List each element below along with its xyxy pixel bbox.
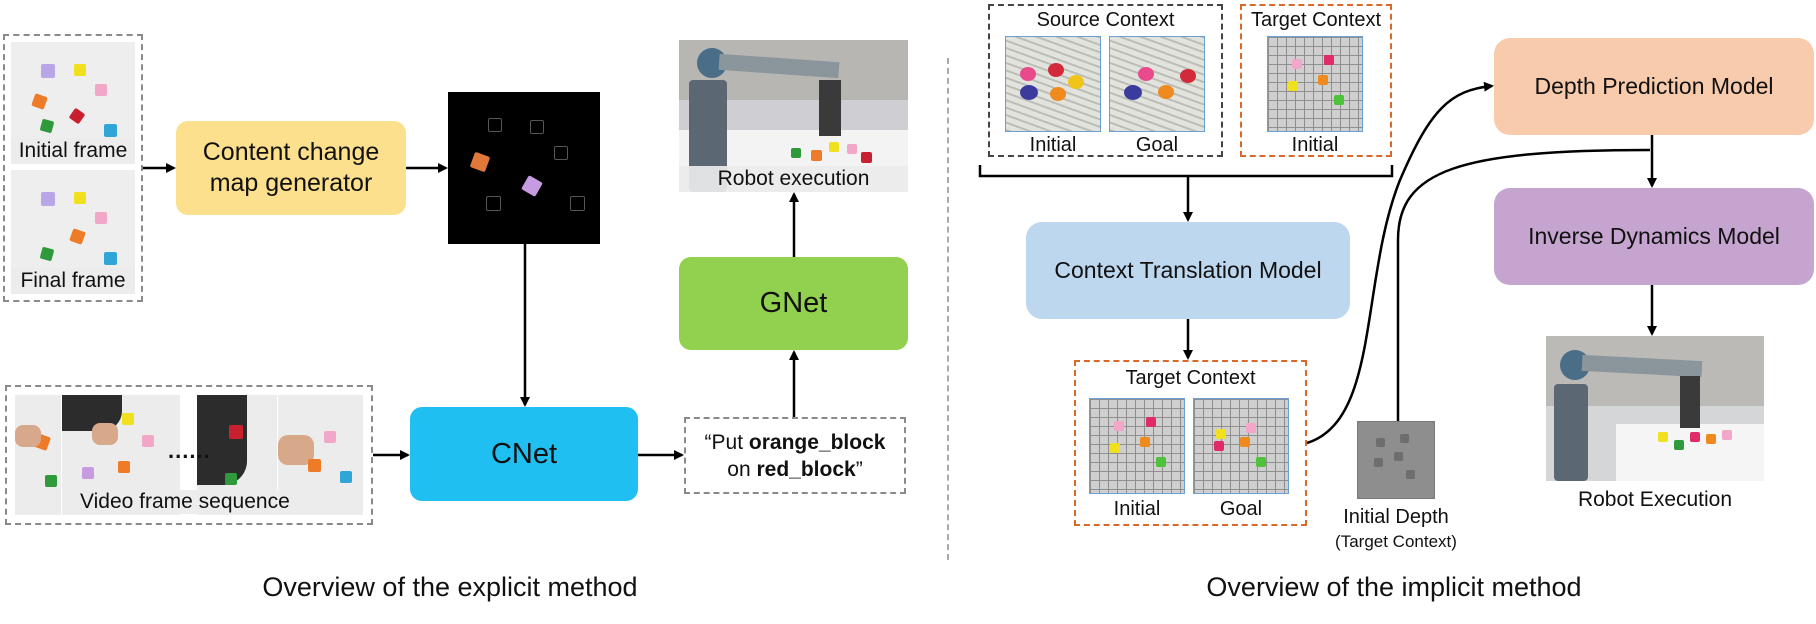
content-change-map-generator: Content change map generator xyxy=(176,121,406,215)
instruction-object-2: red_block xyxy=(756,457,856,481)
target-context-bottom-box xyxy=(1074,360,1307,526)
generator-label-line2: map generator xyxy=(209,169,373,197)
instruction-object-1: orange_block xyxy=(748,430,886,454)
target-initial-image-top xyxy=(1267,36,1363,132)
video-frame-1 xyxy=(15,395,61,515)
source-goal-image xyxy=(1109,36,1205,132)
target-goal-label-bottom: Goal xyxy=(1219,498,1263,520)
video-sequence-ellipsis: ...... xyxy=(168,438,211,463)
source-initial-image xyxy=(1005,36,1101,132)
robot-execution-label-implicit: Robot Execution xyxy=(1577,488,1733,511)
generator-label-line1: Content change xyxy=(202,138,380,166)
bracket-contexts xyxy=(978,165,1394,178)
source-initial-label: Initial xyxy=(1029,134,1077,156)
video-sequence-container xyxy=(5,385,373,525)
section-divider xyxy=(947,58,949,560)
source-context-box xyxy=(988,4,1223,157)
context-translation-model: Context Translation Model xyxy=(1026,222,1350,319)
initial-frame-image: Initial frame xyxy=(11,42,135,164)
target-initial-label-bottom: Initial xyxy=(1113,498,1161,520)
implicit-caption: Overview of the implicit method xyxy=(1206,572,1582,602)
change-map-image xyxy=(448,92,600,244)
frame-pair-container xyxy=(3,34,143,302)
video-sequence-label: Video frame sequence xyxy=(72,490,298,514)
instruction-box: “Put orange_block on red_block” xyxy=(684,417,906,494)
target-initial-label-top: Initial xyxy=(1291,134,1339,156)
inverse-dynamics-model: Inverse Dynamics Model xyxy=(1494,188,1814,285)
initial-frame-label: Initial frame xyxy=(11,138,135,164)
instruction-on: on xyxy=(727,457,757,481)
gnet-label: GNet xyxy=(759,287,828,319)
initial-depth-label: Initial Depth xyxy=(1343,506,1449,528)
target-context-top-title: Target Context xyxy=(1250,9,1382,31)
target-initial-image-bottom xyxy=(1089,398,1185,494)
initial-depth-image xyxy=(1357,421,1435,499)
robot-execution-image: Robot execution xyxy=(679,40,908,192)
source-goal-label: Goal xyxy=(1135,134,1179,156)
instruction-open: “Put xyxy=(704,430,749,454)
initial-depth-subtitle: (Target Context) xyxy=(1335,532,1457,551)
cnet-box: CNet xyxy=(410,407,638,501)
context-translation-label: Context Translation Model xyxy=(1054,257,1322,283)
robot-execution-image-implicit xyxy=(1546,336,1764,481)
gnet-box: GNet xyxy=(679,257,908,350)
explicit-caption: Overview of the explicit method xyxy=(262,572,638,602)
final-frame-image: Final frame xyxy=(11,170,135,294)
instruction-close: ” xyxy=(855,457,863,481)
target-context-bottom-title: Target Context xyxy=(1125,367,1256,389)
target-goal-image-bottom xyxy=(1193,398,1289,494)
depth-prediction-label: Depth Prediction Model xyxy=(1534,73,1774,99)
cnet-label: CNet xyxy=(490,437,558,470)
source-context-title: Source Context xyxy=(1036,9,1175,31)
depth-prediction-model: Depth Prediction Model xyxy=(1494,38,1814,135)
inverse-dynamics-label: Inverse Dynamics Model xyxy=(1528,223,1780,249)
robot-execution-label: Robot execution xyxy=(679,166,908,192)
final-frame-label: Final frame xyxy=(11,268,135,294)
